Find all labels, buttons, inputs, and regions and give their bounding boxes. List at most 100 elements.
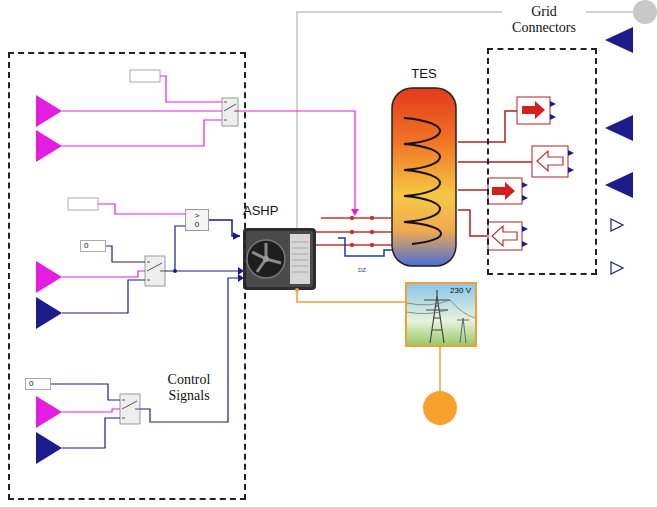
fluid-connector-block xyxy=(488,222,522,250)
real-input-port xyxy=(36,396,62,428)
real-signal-wire xyxy=(62,120,222,146)
fluid-connector-block xyxy=(550,101,556,107)
switch-block xyxy=(222,98,238,126)
real-signal-wire xyxy=(160,76,222,102)
power-grid-picture xyxy=(407,300,475,318)
real-input-port xyxy=(36,130,62,162)
constant-block: 0 xyxy=(25,378,51,390)
fluid-connector-block xyxy=(568,150,574,156)
integer-signal-wire xyxy=(173,269,177,273)
fluid-connector-block xyxy=(568,167,574,173)
grid-connector-wire xyxy=(487,111,517,142)
integer-signal-wire xyxy=(47,384,120,400)
heat-pump-unit xyxy=(252,243,281,272)
constant-block xyxy=(68,70,160,210)
output-port xyxy=(605,27,633,274)
switch-block xyxy=(120,394,140,424)
node-label: ASHP xyxy=(243,203,324,218)
power-grid-picture xyxy=(407,284,475,345)
fluid-connector-block xyxy=(492,226,517,246)
switch-block xyxy=(122,400,140,418)
fluid-connector-block xyxy=(522,182,528,188)
fluid-connector-block xyxy=(522,226,528,232)
node-label: 0 xyxy=(29,379,53,389)
real-signal-wire xyxy=(62,409,120,412)
storage-tank: TES xyxy=(392,64,458,266)
heat-pump-unit xyxy=(247,240,285,278)
fluid-connector-block xyxy=(492,182,515,200)
storage-tank-body xyxy=(392,88,456,266)
fluid-connector-block xyxy=(488,97,574,250)
node-label: 0 xyxy=(84,241,108,251)
group-boundary: Grid Connectors xyxy=(487,48,597,275)
real-signal-wire xyxy=(62,76,359,412)
power-grid-picture xyxy=(424,290,450,343)
output-port xyxy=(611,219,623,231)
grid-supply-box: 230 V xyxy=(405,282,477,347)
fluid-connector-block xyxy=(550,114,556,120)
real-input-port xyxy=(36,95,62,127)
integer-signal-wire xyxy=(62,418,120,448)
port-tag: DZ xyxy=(358,267,366,274)
integer-signal-wire xyxy=(62,280,145,313)
integer-signal-wire xyxy=(47,226,244,448)
fluid-connector-block xyxy=(488,178,522,204)
integer-input-port xyxy=(36,297,62,329)
pipe-connector xyxy=(458,161,487,163)
grey-wire xyxy=(297,12,634,228)
node-label: Control Signals xyxy=(158,372,220,404)
real-signal-wire xyxy=(238,111,355,210)
pipe-connector xyxy=(321,217,392,219)
power-port-circle xyxy=(423,391,457,425)
power-grid-picture xyxy=(407,284,475,345)
storage-tank-body xyxy=(404,118,441,244)
hydraulic-pipe xyxy=(370,230,374,234)
hydraulic-pipe xyxy=(316,216,392,247)
hydraulic-pipe xyxy=(350,243,354,247)
node-label: 230 V xyxy=(407,286,471,295)
power-connector xyxy=(297,291,405,302)
heat-pump-unit xyxy=(290,234,310,284)
power-wire xyxy=(440,347,441,391)
constant-block xyxy=(130,70,160,82)
output-port xyxy=(605,115,633,141)
storage-tank-body xyxy=(392,88,456,266)
output-port xyxy=(611,262,623,274)
port-circle xyxy=(633,0,657,24)
real-signal-wire xyxy=(98,204,185,214)
grid-connector-wire xyxy=(487,161,532,163)
grey-wire xyxy=(297,12,634,228)
node-label: TES xyxy=(392,66,456,81)
integer-signal-wire xyxy=(175,270,240,271)
constant-block xyxy=(68,198,98,210)
fluid-connector-block xyxy=(532,146,568,177)
comparator-block: > 0 xyxy=(185,209,209,231)
real-signal-wire xyxy=(351,209,359,216)
real-input-port xyxy=(36,261,62,293)
fluid-connector-block xyxy=(522,241,528,247)
heat-pump-unit xyxy=(243,228,316,292)
integer-signal-wire xyxy=(165,226,185,271)
heat-pump: ASHP xyxy=(240,203,321,291)
fluid-connector-block xyxy=(517,97,550,124)
real-signal-wire xyxy=(62,271,145,277)
real-signal-wire xyxy=(62,110,222,111)
hydraulic-pipe xyxy=(370,243,374,247)
hydraulic-pipe xyxy=(316,232,392,245)
heat-pump-unit xyxy=(246,231,313,287)
heat-pump-unit xyxy=(292,242,308,272)
fluid-connector-block xyxy=(522,101,545,119)
control-loop xyxy=(338,238,392,256)
integer-input-port xyxy=(36,432,62,464)
constant-block: 0 xyxy=(80,240,106,252)
label-layer: DZ xyxy=(0,0,8,18)
pipe-connector xyxy=(458,189,487,191)
output-port xyxy=(605,172,633,198)
port-circle xyxy=(633,0,657,24)
power-grid-picture xyxy=(457,318,469,343)
fluid-connector-block xyxy=(537,151,563,171)
heat-pump-unit xyxy=(263,256,269,262)
